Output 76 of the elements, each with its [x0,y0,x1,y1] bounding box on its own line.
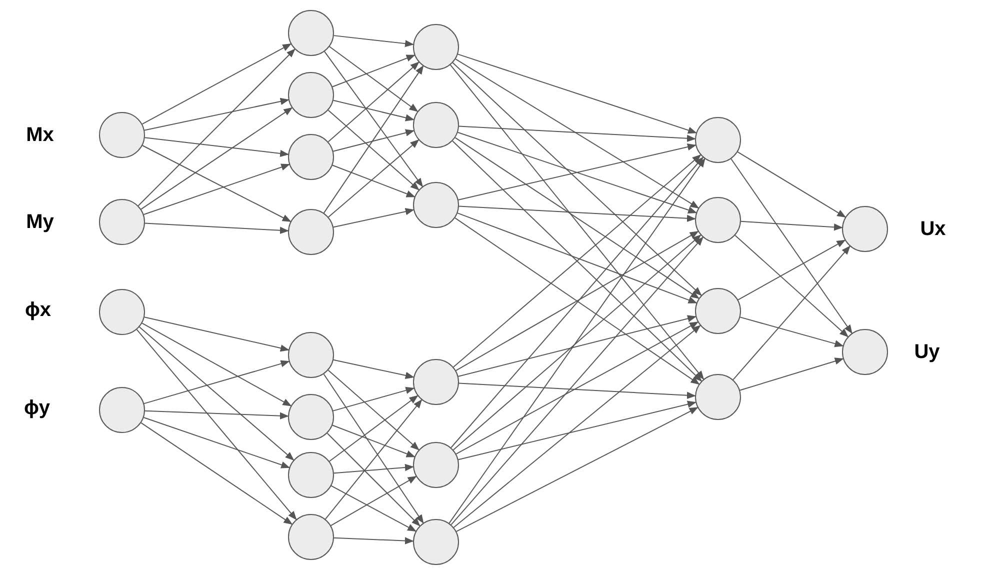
arrow [143,416,290,468]
arrow [730,158,852,334]
arrow [457,54,697,134]
arrow [456,322,699,454]
arrow [458,143,696,200]
arrow [455,58,700,208]
arrow [143,164,290,216]
arrow [144,360,290,404]
arrow [323,374,424,524]
arrow [458,315,697,377]
output-label: Uy [914,342,940,362]
arrow [330,476,417,526]
arrow [454,137,700,299]
arrow [332,359,414,379]
arrow [458,382,696,399]
arrow [144,316,290,352]
arrow [332,54,416,88]
arrow [452,234,702,450]
arrow [332,208,414,228]
arrow [740,358,844,391]
arrow [456,407,698,532]
arrow [326,432,420,526]
input-label: Mx [26,125,54,145]
arrow [332,386,415,412]
arrow [452,62,702,296]
input-label: ϕy [24,398,50,418]
arrow [332,129,415,152]
arrow [142,322,292,406]
arrow [142,43,292,125]
arrow [332,164,416,198]
arrow [144,137,290,157]
arrow [450,156,704,448]
arrow [324,51,423,188]
arrow [457,212,698,304]
arrow [450,236,704,526]
arrow [734,234,849,338]
arrow [323,65,424,214]
arrow [140,107,293,210]
input-label: ϕx [24,300,52,320]
arrow [144,410,289,420]
arrow [328,62,420,142]
arrow [740,220,843,231]
arrow [737,151,846,218]
arrow [455,230,699,372]
arrow [328,395,418,462]
arrow [450,64,704,380]
arrow [458,206,696,222]
arrow [328,110,420,190]
arrow [138,326,294,461]
arrow [333,35,414,48]
arrow [333,537,414,544]
arrow [458,400,697,460]
arrow [738,240,846,300]
arrow [328,370,420,450]
arrow [732,246,850,380]
arrow [136,329,297,520]
arrow [454,217,700,385]
arrow [142,145,292,222]
arrow [144,98,290,131]
arrow [138,48,296,206]
input-label: My [26,212,54,232]
arrow [740,316,844,348]
arrow [458,126,696,142]
arrow [324,399,422,520]
arrow [144,222,289,234]
arrow [332,100,414,122]
arrow [333,464,414,474]
arrow [329,46,418,112]
arrow [140,422,293,525]
arrow [448,158,706,524]
arrow [453,325,701,528]
output-label: Ux [920,219,946,239]
arrow [328,139,420,218]
arrow [330,485,417,532]
arrow [332,424,416,458]
arrow [457,132,698,214]
